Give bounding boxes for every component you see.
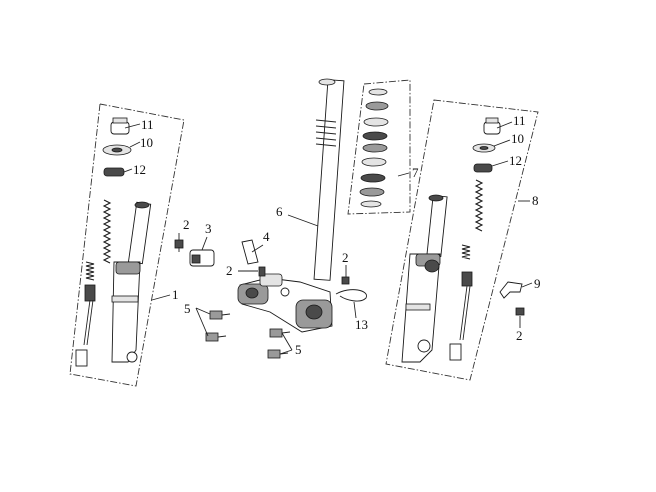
callout-12-right: 12 xyxy=(509,153,522,168)
callout-7: 7 xyxy=(412,165,419,180)
steering-stem xyxy=(237,78,345,333)
callout-12-left: 12 xyxy=(133,162,146,177)
callout-2-right: 2 xyxy=(516,328,523,343)
callout-labels: 11 10 12 1 2 3 4 2 5 5 6 2 13 7 8 9 2 11… xyxy=(133,113,541,357)
left-fork-assembly xyxy=(75,117,152,367)
callout-10-right: 10 xyxy=(511,131,524,146)
left-fork-group-outline xyxy=(69,103,185,387)
callout-2-center: 2 xyxy=(226,263,233,278)
bolts-right-5 xyxy=(267,328,291,359)
callout-11-right: 11 xyxy=(513,113,526,128)
screw-center xyxy=(258,266,266,277)
nut-right xyxy=(515,307,525,316)
bearing-stack xyxy=(359,88,389,208)
bolts-left-5 xyxy=(205,310,231,342)
callout-11-left: 11 xyxy=(141,117,154,132)
callout-2-stem: 2 xyxy=(342,250,349,265)
wire-clip xyxy=(335,289,367,302)
callout-5-left: 5 xyxy=(184,301,191,316)
right-fork-assembly xyxy=(401,117,501,363)
bearing-group-outline xyxy=(347,79,411,215)
callout-6: 6 xyxy=(276,204,283,219)
bolt-center-left xyxy=(174,239,184,252)
callout-5-right: 5 xyxy=(295,342,302,357)
right-fork-group-outline xyxy=(385,99,539,381)
bracket-9 xyxy=(499,281,523,299)
callout-1: 1 xyxy=(172,287,179,302)
callout-2-center-left: 2 xyxy=(183,217,190,232)
callout-4: 4 xyxy=(263,229,270,244)
callout-13: 13 xyxy=(355,317,368,332)
callout-10-left: 10 xyxy=(140,135,153,150)
clamp-bracket xyxy=(189,249,215,267)
wire-bracket xyxy=(241,239,259,265)
leader-lines xyxy=(123,121,533,355)
bolt-stem-right xyxy=(341,276,350,285)
callout-9: 9 xyxy=(534,276,541,291)
callout-8: 8 xyxy=(532,193,539,208)
callout-3: 3 xyxy=(205,221,212,236)
